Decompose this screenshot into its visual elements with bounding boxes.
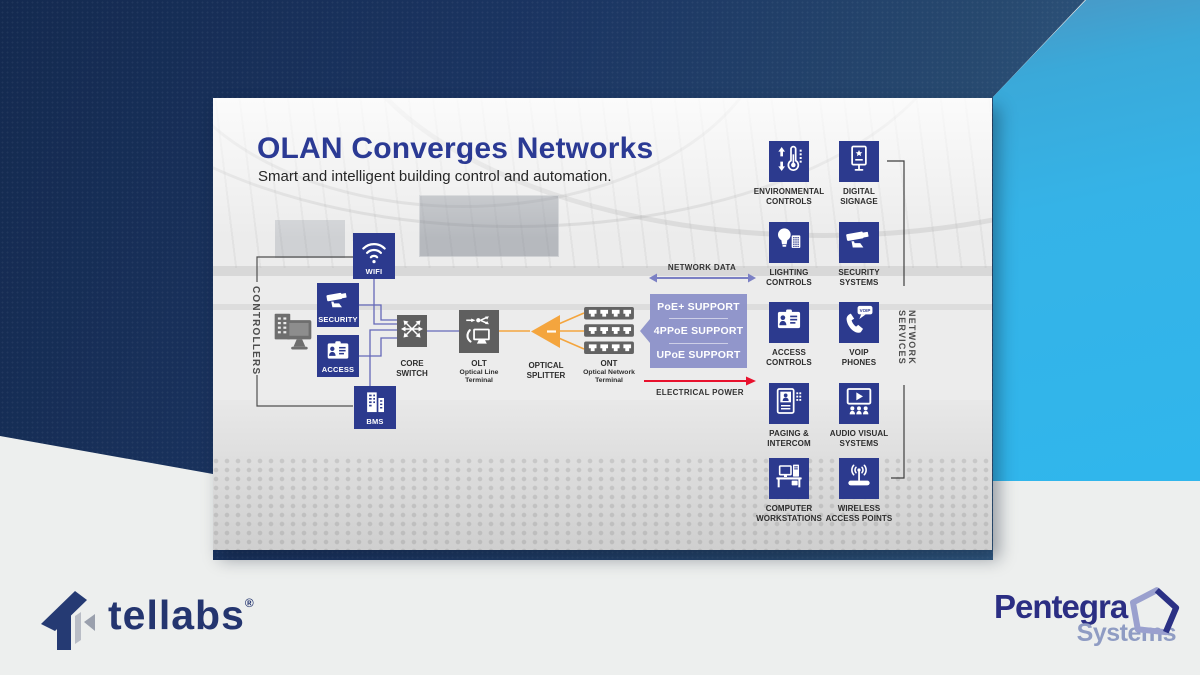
optical-splitter-icon (531, 315, 561, 353)
node-security-label: SECURITY (318, 315, 358, 324)
tellabs-logo-mark-icon (38, 586, 100, 657)
olt-name: Optical Line Terminal (459, 369, 499, 385)
terminal-photo-mezzanine (213, 266, 992, 276)
core-switch-label: CORE SWITCH (396, 359, 428, 378)
cctv-camera-icon (323, 287, 353, 314)
service-wireless-access-points: WIRELESS ACCESS POINTS (823, 458, 895, 523)
diagram-panel: OLAN Converges Networks Smart and intell… (213, 98, 992, 550)
registered-mark: ® (244, 596, 255, 610)
splitter-label: OPTICAL SPLITTER (526, 361, 566, 380)
service-label: COMPUTER WORKSTATIONS (756, 504, 822, 523)
workstation-icon (773, 460, 805, 497)
service-voip-phones: VOIP VOIP PHONES (823, 302, 895, 367)
node-access-label: ACCESS (321, 365, 355, 374)
controllers-label: CONTROLLERS (250, 286, 261, 376)
poe-support-box: PoE+ SUPPORT 4PPoE SUPPORT UPoE SUPPORT (640, 294, 747, 368)
divider (669, 343, 727, 344)
thermostat-icon (773, 143, 805, 180)
node-bms-label: BMS (366, 417, 384, 426)
service-label: ACCESS CONTROLS (766, 348, 812, 367)
id-badge-icon (323, 338, 353, 364)
ont-name: Optical Network Terminal (583, 369, 635, 385)
olt-label: OLT (471, 359, 487, 368)
ont-terminal (584, 307, 634, 359)
controller-devices-icon (271, 308, 315, 363)
buildings-icon (360, 389, 390, 416)
node-security: SECURITY (317, 283, 359, 327)
lighting-icon (773, 224, 805, 261)
service-label: ENVIRONMENTAL CONTROLS (753, 187, 825, 206)
page-subtitle: Smart and intelligent building control a… (258, 168, 612, 185)
cyan-accent-panel (993, 0, 1200, 481)
pentegra-wordmark: Pentegra (994, 588, 1128, 625)
cctv-camera-icon (843, 225, 875, 260)
service-environmental-controls: ENVIRONMENTAL CONTROLS (753, 141, 825, 206)
electrical-power-arrow (644, 376, 756, 386)
node-wifi-label: WIFI (365, 267, 383, 276)
service-security-systems: SECURITY SYSTEMS (823, 222, 895, 287)
page-title: OLAN Converges Networks (257, 132, 654, 165)
voip-phone-icon: VOIP (842, 303, 876, 342)
service-audio-visual: AUDIO VISUAL SYSTEMS (823, 383, 895, 448)
service-label: WIRELESS ACCESS POINTS (825, 504, 893, 523)
service-label: AUDIO VISUAL SYSTEMS (829, 429, 889, 448)
network-data-label: NETWORK DATA (667, 263, 737, 272)
service-access-controls: ACCESS CONTROLS (753, 302, 825, 367)
service-computer-workstations: COMPUTER WORKSTATIONS (753, 458, 825, 523)
id-badge-icon (773, 306, 805, 339)
tellabs-wordmark: tellabs® (108, 592, 255, 638)
olt-terminal (459, 310, 499, 353)
poe-plus-support: PoE+ SUPPORT (657, 300, 740, 313)
service-paging-intercom: PAGING & INTERCOM (753, 383, 825, 448)
node-wifi: WIFI (353, 233, 395, 279)
fourppoe-support: 4PPoE SUPPORT (653, 324, 744, 337)
network-services-label: NETWORK SERVICES (897, 309, 917, 365)
node-bms: BMS (354, 386, 396, 429)
voip-bubble-text: VOIP (860, 308, 871, 313)
digital-signage-icon (844, 143, 874, 180)
pentegra-logo: Pentegra Systems (990, 586, 1190, 654)
olt-icon (462, 311, 496, 353)
ont-label: ONT (600, 359, 618, 368)
service-label: DIGITAL SIGNAGE (840, 187, 878, 206)
pentagon-icon (1126, 586, 1180, 645)
upoe-support: UPoE SUPPORT (656, 349, 741, 362)
switch-icon (400, 317, 424, 346)
wireless-ap-icon (843, 460, 875, 497)
service-label: PAGING & INTERCOM (767, 429, 811, 448)
service-lighting-controls: LIGHTING CONTROLS (753, 222, 825, 287)
intercom-icon (773, 385, 805, 422)
tellabs-logo: tellabs® (38, 586, 255, 657)
service-digital-signage: DIGITAL SIGNAGE (823, 141, 895, 206)
divider (669, 318, 727, 319)
node-access: ACCESS (317, 335, 359, 377)
electrical-power-label: ELECTRICAL POWER (656, 388, 744, 397)
ethernet-ports-icon (584, 307, 634, 354)
service-label: VOIP PHONES (841, 348, 877, 367)
core-switch (397, 315, 427, 347)
service-label: LIGHTING CONTROLS (766, 268, 812, 287)
audio-visual-icon (843, 385, 875, 422)
service-label: SECURITY SYSTEMS (838, 268, 880, 287)
wifi-icon (358, 236, 390, 266)
